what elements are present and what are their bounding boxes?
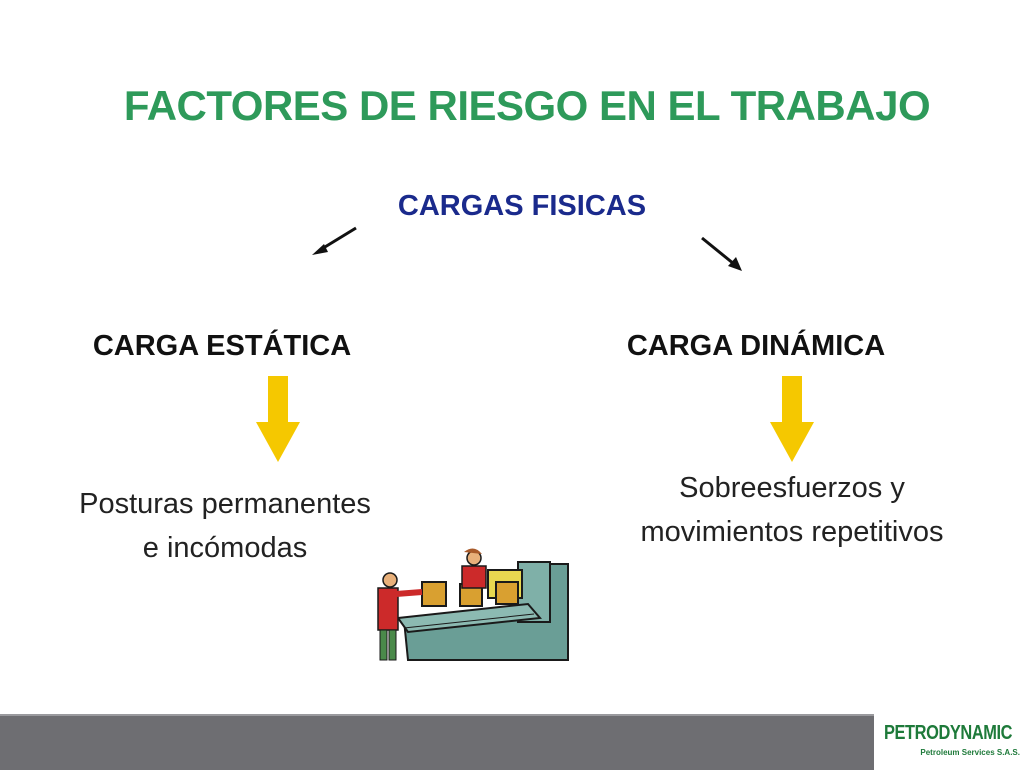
logo-name: PETRODYNAMIC xyxy=(884,722,1013,744)
carga-estatica-heading: CARGA ESTÁTICA xyxy=(92,330,352,362)
conveyor-workers-illustration xyxy=(377,548,569,661)
arrow-down-left-icon xyxy=(312,226,357,255)
carga-estatica-description: Posturas permanentes e incómodas xyxy=(40,482,410,570)
footer-bar xyxy=(0,714,874,770)
slide-subtitle: CARGAS FISICAS xyxy=(397,190,647,222)
yellow-down-arrow-icon xyxy=(770,376,814,462)
yellow-down-arrow-icon xyxy=(256,376,300,462)
description-line: Sobreesfuerzos y xyxy=(679,472,905,504)
description-line: e incómodas xyxy=(142,532,308,564)
description-line: Posturas permanentes xyxy=(79,488,371,520)
slide-title: FACTORES DE RIESGO EN EL TRABAJO xyxy=(123,82,931,129)
carga-dinamica-description: Sobreesfuerzos y movimientos repetitivos xyxy=(596,466,988,554)
petrodynamic-logo: PETRODYNAMIC Petroleum Services S.A.S. xyxy=(878,718,1024,768)
carga-dinamica-heading: CARGA DINÁMICA xyxy=(626,330,886,362)
arrow-down-right-icon xyxy=(701,236,742,271)
logo-tagline: Petroleum Services S.A.S. xyxy=(920,748,1020,757)
description-line: movimientos repetitivos xyxy=(640,516,944,548)
